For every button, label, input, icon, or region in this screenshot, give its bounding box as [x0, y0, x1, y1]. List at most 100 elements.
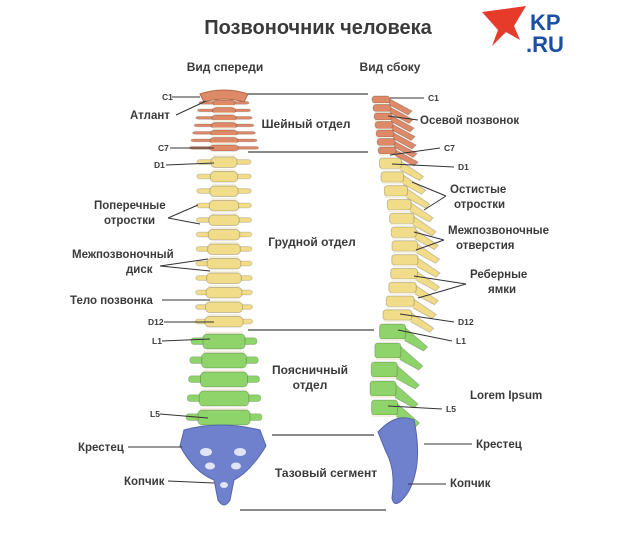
front-disc — [209, 256, 239, 259]
side-spinous-process — [413, 242, 441, 264]
front-vertebra-lumbar — [200, 371, 248, 388]
side-spinous-process — [413, 269, 441, 292]
side-disc — [389, 292, 416, 295]
section-cervical: Шейный отдел — [262, 117, 351, 131]
side-spinous-process — [397, 159, 425, 182]
front-disc — [208, 270, 240, 273]
front-vertebra-thoracic — [205, 301, 243, 313]
front-vertebra-thoracic — [208, 214, 240, 226]
front-disc — [206, 314, 242, 317]
front-view-spine — [185, 89, 263, 426]
side-label-spinous-line2: отростки — [454, 199, 505, 211]
front-disc — [213, 112, 235, 115]
front-label-c1: C1 — [162, 92, 173, 102]
side-spinous-process — [411, 283, 439, 306]
side-disc — [375, 358, 400, 360]
front-label-atlas: Атлант — [130, 110, 170, 122]
side-vertebra-thoracic — [389, 212, 415, 225]
front-label-d12: D12 — [148, 317, 164, 327]
front-vertebra-lumbar — [201, 352, 247, 369]
side-vertebra-thoracic — [385, 295, 415, 307]
side-disc — [378, 145, 395, 148]
front-disc — [212, 135, 236, 138]
front-disc — [213, 154, 235, 157]
side-spinous-process — [413, 256, 441, 278]
side-spinous-process — [403, 187, 431, 209]
side-label-coccyx: Копчик — [450, 478, 491, 490]
front-disc — [211, 183, 237, 186]
side-spinous-process — [406, 200, 434, 223]
side-spinous-process — [388, 123, 416, 142]
side-spinous-process — [407, 311, 435, 333]
front-label-transverse-line1: Поперечные — [94, 200, 166, 212]
side-disc — [392, 265, 417, 268]
section-lumbar-line1: Поясничный — [272, 363, 348, 377]
side-disc — [372, 377, 397, 379]
side-disc — [379, 154, 396, 156]
side-spinous-process — [385, 97, 413, 116]
side-disc — [380, 339, 405, 341]
side-vertebra-thoracic — [380, 171, 405, 183]
side-vertebra-thoracic — [388, 281, 417, 294]
side-vertebra-cervical — [375, 129, 395, 138]
side-spinous-process — [409, 214, 437, 237]
front-label-coccyx: Копчик — [124, 476, 165, 488]
side-disc — [376, 128, 393, 131]
front-disc — [211, 142, 237, 145]
side-vertebra-thoracic — [390, 226, 417, 238]
front-disc — [208, 285, 240, 288]
side-label-costal-line2: ямки — [488, 284, 516, 296]
front-vertebra-thoracic — [210, 156, 238, 168]
front-vertebra-thoracic — [208, 200, 240, 212]
front-disc — [203, 350, 245, 353]
front-disc — [200, 407, 248, 410]
front-disc — [209, 241, 239, 244]
front-label-l5: L5 — [150, 409, 160, 419]
side-disc — [387, 306, 414, 309]
side-disc — [391, 278, 417, 281]
side-vertebra-cervical — [377, 146, 397, 155]
side-disc — [392, 251, 417, 254]
side-spinous-process — [390, 140, 418, 159]
side-vertebra-thoracic — [378, 157, 402, 169]
front-label-l1: L1 — [152, 336, 162, 346]
side-disc — [373, 103, 389, 105]
side-vertebra-lumbar — [371, 399, 399, 416]
front-disc — [201, 388, 247, 391]
side-disc — [385, 196, 407, 199]
side-vertebra-lumbar — [369, 380, 397, 397]
side-label-l1: L1 — [456, 336, 466, 346]
page-title: Позвоночник человека — [204, 17, 432, 39]
front-vertebra-thoracic — [206, 272, 242, 284]
side-label-d1: D1 — [458, 162, 469, 172]
side-label-sacrum: Крестец — [476, 439, 522, 451]
logo-text-kp: KP — [530, 10, 561, 35]
front-disc — [210, 227, 238, 230]
front-vertebra-thoracic — [206, 258, 242, 270]
side-vertebra-cervical — [372, 104, 392, 112]
front-vertebra-thoracic — [205, 287, 243, 299]
front-disc — [214, 105, 234, 108]
section-pelvic: Тазовый сегмент — [275, 466, 377, 480]
front-vertebra-thoracic — [209, 171, 239, 183]
side-vertebra-thoracic — [390, 267, 419, 280]
side-vertebra-lumbar — [374, 342, 402, 359]
front-disc — [210, 212, 238, 215]
side-spinous-process — [387, 114, 415, 133]
side-view-heading: Вид сбоку — [360, 60, 421, 74]
section-lumbar-line2: отдел — [293, 378, 328, 392]
front-sacrum — [179, 424, 267, 506]
front-label-transverse-line2: отростки — [104, 215, 155, 227]
side-spinous-process — [409, 297, 438, 320]
side-vertebra-thoracic — [386, 198, 412, 211]
front-disc — [205, 331, 243, 334]
side-spinous-process — [391, 382, 419, 409]
side-label-c1: C1 — [428, 93, 439, 103]
front-view-heading: Вид спереди — [187, 60, 264, 74]
front-disc — [212, 127, 236, 130]
front-label-c7: C7 — [158, 143, 169, 153]
side-label-c7: C7 — [444, 143, 455, 153]
side-vertebra-lumbar — [379, 323, 407, 340]
side-disc — [384, 320, 411, 323]
